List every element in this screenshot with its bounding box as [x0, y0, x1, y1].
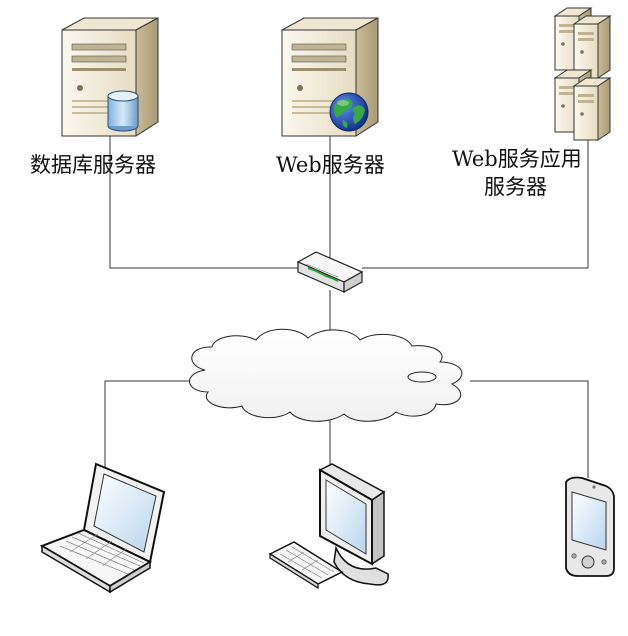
web-app-server-label-line2: 服务器 [484, 175, 547, 199]
link-cloud-to-laptop [104, 380, 200, 468]
globe-icon [329, 92, 369, 132]
link-db-to-switch [109, 124, 300, 269]
network-switch[interactable] [296, 251, 364, 294]
network-cloud [189, 328, 463, 422]
web-app-server-cluster[interactable] [553, 7, 612, 141]
laptop[interactable] [39, 462, 166, 594]
link-cloud-to-mobile [470, 380, 589, 478]
keyboard [268, 541, 344, 590]
database-icon [107, 90, 139, 132]
web-server[interactable] [281, 17, 379, 137]
web-server-label: Web服务器 [276, 153, 385, 177]
desktop-computer[interactable] [268, 463, 389, 590]
link-app-to-switch [362, 138, 589, 269]
database-server[interactable] [61, 17, 159, 137]
monitor [318, 463, 389, 586]
web-app-server-label-line1: Web服务应用 [452, 147, 582, 171]
mobile-device[interactable] [565, 476, 615, 577]
db-server-label: 数据库服务器 [30, 153, 156, 177]
